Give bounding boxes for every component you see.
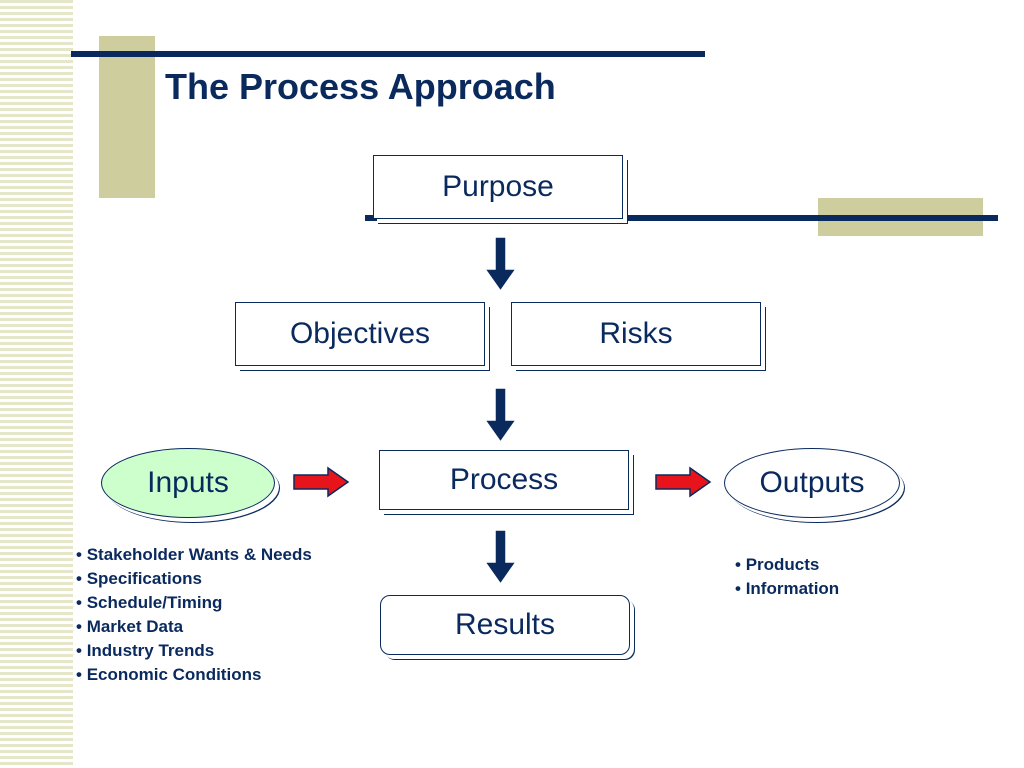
outputs-ellipse: Outputs (724, 448, 900, 518)
list-item: Schedule/Timing (76, 591, 312, 615)
striped-side-bar (0, 0, 73, 768)
down-arrow-icon (483, 387, 518, 444)
list-item: Market Data (76, 615, 312, 639)
inputs-bullet-list: Stakeholder Wants & Needs Specifications… (76, 543, 312, 687)
process-label: Process (449, 463, 559, 496)
outputs-bullet-list: Products Information (735, 553, 840, 601)
down-arrow-icon (483, 529, 518, 586)
purpose-box: Purpose (373, 155, 623, 219)
risks-label: Risks (599, 317, 673, 350)
navy-rule-top (71, 51, 705, 57)
list-item: Information (735, 577, 840, 601)
list-item: Products (735, 553, 839, 577)
list-item: Stakeholder Wants & Needs (76, 543, 312, 567)
inputs-label: Inputs (147, 466, 229, 499)
list-item: Economic Conditions (76, 663, 312, 687)
results-label: Results (454, 608, 556, 641)
navy-rule-right (365, 215, 998, 221)
objectives-box: Objectives (235, 302, 485, 366)
risks-box: Risks (511, 302, 761, 366)
slide-title: The Process Approach (165, 66, 556, 107)
inputs-ellipse: Inputs (101, 448, 275, 518)
tan-accent-block-left (99, 36, 155, 198)
purpose-label: Purpose (442, 170, 554, 203)
process-box: Process (379, 450, 629, 510)
objectives-label: Objectives (289, 317, 431, 350)
list-item: Specifications (76, 567, 312, 591)
right-arrow-icon (293, 466, 350, 498)
down-arrow-icon (483, 236, 518, 293)
list-item: Industry Trends (76, 639, 312, 663)
results-box: Results (380, 595, 630, 655)
right-arrow-icon (655, 466, 712, 498)
outputs-label: Outputs (759, 466, 865, 499)
